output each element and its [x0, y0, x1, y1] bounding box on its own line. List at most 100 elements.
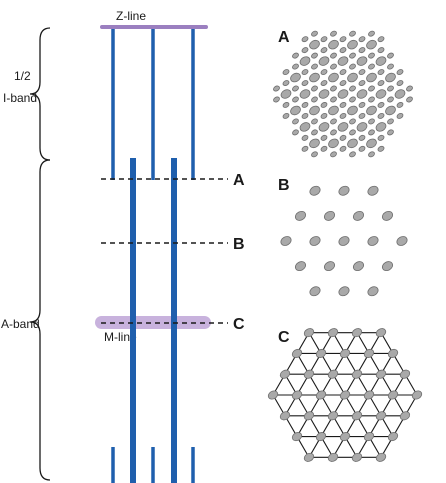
- thick-filament-dot: [396, 236, 408, 246]
- thin-filament-dot: [339, 102, 347, 108]
- thick-filament-dot: [291, 390, 303, 400]
- thick-filament-dot: [338, 286, 350, 297]
- thin-filament-dot: [282, 112, 290, 119]
- thin-filament-dot: [330, 85, 337, 92]
- thin-filament-dot: [301, 36, 309, 43]
- thin-filament-dot: [292, 118, 299, 125]
- thick-filament-dot: [338, 185, 350, 196]
- thick-filament-dot: [338, 236, 350, 246]
- thick-filament-dot: [381, 261, 394, 272]
- half-label: 1/2: [14, 69, 31, 83]
- thin-filament-dot: [292, 63, 299, 70]
- thin-filament-dot: [273, 85, 280, 92]
- thick-filament-dot: [347, 105, 358, 116]
- thick-filament-dot: [327, 411, 339, 421]
- thick-filament-dot: [294, 210, 307, 221]
- thick-filament-dot: [351, 369, 363, 379]
- thin-filament-dot: [377, 145, 385, 152]
- panel-letter-c: C: [278, 329, 290, 346]
- thick-filament-dot: [303, 411, 315, 421]
- thin-filament-dot: [387, 52, 394, 59]
- thin-filament-dot: [339, 36, 347, 43]
- thick-filament-dot: [309, 185, 321, 196]
- thick-filament-dot: [309, 72, 320, 83]
- thick-filament-dot: [327, 369, 339, 379]
- section-marker-c: C: [233, 316, 245, 333]
- thick-filament-dot: [290, 105, 301, 116]
- a-band-brace: [29, 159, 51, 481]
- thick-filament-dot: [309, 138, 320, 149]
- thin-filament-dot: [387, 96, 394, 103]
- thick-filament-dot: [327, 328, 339, 338]
- panel-letter-b: B: [278, 177, 290, 194]
- thin-filament-dot: [301, 102, 309, 108]
- thin-filament-dot: [387, 118, 394, 125]
- thick-filament-dot: [323, 210, 336, 221]
- thick-filament-dot: [309, 39, 320, 50]
- thin-filament-dot: [330, 129, 337, 136]
- thin-filaments-top: [111, 29, 195, 180]
- thin-filament-dot: [349, 151, 356, 158]
- thick-filament-dot: [337, 122, 349, 132]
- thin-filament-dot: [377, 80, 385, 86]
- thin-filament-dot: [320, 47, 328, 54]
- thick-filament-dot: [385, 72, 396, 83]
- thick-filament-dot: [347, 138, 358, 149]
- thick-filament-dot: [381, 210, 394, 221]
- thick-filament-dot: [328, 138, 339, 149]
- thin-filament-dot: [358, 69, 366, 76]
- thick-filament-dot: [299, 56, 311, 66]
- thin-filament-dot: [311, 63, 318, 70]
- thin-filament-dot: [406, 96, 413, 103]
- thick-filament-dot: [347, 39, 358, 50]
- thin-filament-dot: [349, 85, 356, 92]
- thin-filament-dot: [377, 134, 385, 141]
- thick-filament-dot: [375, 122, 387, 132]
- thick-filament-dot: [339, 348, 351, 358]
- thick-filament-dot: [363, 390, 375, 400]
- thick-filament-dot: [315, 432, 327, 442]
- thin-filaments-bottom: [111, 447, 195, 483]
- thick-filament-dot: [367, 185, 379, 196]
- thin-filament-dot: [282, 69, 290, 76]
- thick-filament-dot: [318, 122, 330, 132]
- thick-filament-dot: [309, 286, 321, 297]
- thin-filament-dot: [368, 96, 375, 103]
- thin-filament-dot: [368, 30, 375, 37]
- thin-filament-dot: [330, 118, 337, 125]
- thin-filament-dot: [349, 118, 356, 125]
- thick-filament-dot: [363, 348, 375, 358]
- thin-filament-dot: [358, 112, 366, 119]
- thin-filament-dot: [311, 85, 318, 92]
- thin-filament-dot: [377, 112, 385, 119]
- thin-filament-dot: [292, 129, 299, 136]
- thin-filament-dot: [358, 47, 366, 54]
- thin-filament-dot: [339, 134, 347, 141]
- thick-filament-dot: [279, 369, 291, 379]
- z-line-label: Z-line: [116, 9, 146, 23]
- thin-filament-dot: [311, 52, 318, 59]
- thin-filament-dot: [358, 102, 366, 108]
- cross-section-panel-b: [280, 185, 408, 297]
- thin-filament-dot: [320, 80, 328, 86]
- thin-filament-dot: [368, 151, 375, 158]
- thick-filament-dot: [280, 236, 292, 246]
- thick-filament-dot: [375, 89, 387, 99]
- thick-filament-dot: [339, 432, 351, 442]
- thick-filament-dot: [299, 122, 311, 132]
- thick-filament-dot: [375, 369, 387, 379]
- thin-filament-dot: [396, 102, 404, 108]
- thin-filament-dot: [330, 96, 337, 103]
- thick-filament-dot: [356, 56, 368, 66]
- thick-filament-dot: [328, 72, 339, 83]
- thick-filament-dot: [375, 328, 387, 338]
- thick-filament-dot: [351, 328, 363, 338]
- thin-filament-dot: [377, 47, 385, 54]
- thick-filament-dot: [385, 105, 396, 116]
- m-line-label: M-line: [104, 330, 137, 344]
- thin-filament-dot: [358, 36, 366, 43]
- thin-filament-dot: [377, 36, 385, 43]
- thin-filament-dot: [330, 52, 337, 59]
- thin-filament-dot: [396, 69, 404, 76]
- thick-filament-dot: [351, 452, 363, 462]
